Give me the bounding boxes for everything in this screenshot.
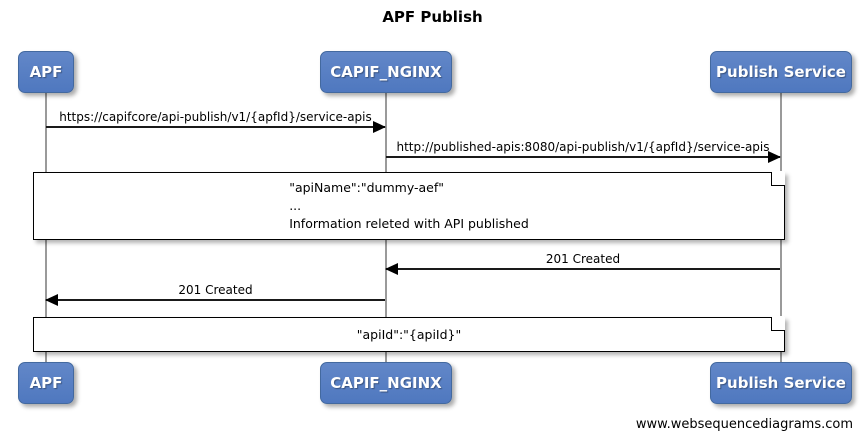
note-line: "apiName":"dummy-aef" <box>289 180 445 195</box>
participant-label: CAPIF_NGINX <box>330 374 442 392</box>
note-line: "apiId":"{apiId}" <box>356 326 462 342</box>
message-line <box>46 126 385 128</box>
message-line <box>386 268 780 270</box>
message-label: http://published-apis:8080/api-publish/v… <box>396 140 770 154</box>
participant-label: Publish Service <box>716 63 846 81</box>
note-body: "apiId":"{apiId}" <box>34 318 784 351</box>
participant-label: Publish Service <box>716 374 846 392</box>
participant-capif-nginx-top[interactable]: CAPIF_NGINX <box>320 51 452 93</box>
message-label: 201 Created <box>545 252 621 266</box>
participant-label: APF <box>29 63 63 81</box>
note-api-information: "apiName":"dummy-aef" ... Information re… <box>33 171 785 240</box>
participant-apf-top[interactable]: APF <box>18 51 74 93</box>
participant-label: CAPIF_NGINX <box>330 63 442 81</box>
message-label: https://capifcore/api-publish/v1/{apfId}… <box>59 110 372 124</box>
note-line: ... <box>289 198 302 213</box>
note-lines: "apiId":"{apiId}" <box>357 326 462 344</box>
arrowhead-left-icon <box>385 263 398 275</box>
arrowhead-right-icon <box>768 151 781 163</box>
message-apf-to-capif-nginx: https://capifcore/api-publish/v1/{apfId}… <box>46 110 386 133</box>
message-capif-nginx-to-apf: 201 Created <box>45 283 385 306</box>
participant-publish-service-top[interactable]: Publish Service <box>710 51 852 93</box>
arrowhead-left-icon <box>45 294 58 306</box>
participant-publish-service-bottom[interactable]: Publish Service <box>710 362 852 404</box>
note-api-id: "apiId":"{apiId}" <box>33 316 785 352</box>
message-line <box>46 299 385 301</box>
arrowhead-right-icon <box>373 121 386 133</box>
message-label: 201 Created <box>178 283 253 297</box>
message-capif-nginx-to-publish-service: http://published-apis:8080/api-publish/v… <box>386 140 781 163</box>
note-fold-corner-icon <box>771 171 785 186</box>
page-title: APF Publish <box>382 8 483 26</box>
note-line: Information releted with API published <box>289 216 529 231</box>
footer-credit: www.websequencediagrams.com <box>635 417 853 432</box>
participant-label: APF <box>29 374 63 392</box>
note-body: "apiName":"dummy-aef" ... Information re… <box>34 173 784 239</box>
note-fold-corner-icon <box>771 316 785 331</box>
message-publish-service-to-capif-nginx: 201 Created <box>385 252 780 275</box>
participant-apf-bottom[interactable]: APF <box>18 362 74 404</box>
participant-capif-nginx-bottom[interactable]: CAPIF_NGINX <box>320 362 452 404</box>
message-line <box>386 156 780 158</box>
note-lines: "apiName":"dummy-aef" ... Information re… <box>289 179 529 233</box>
